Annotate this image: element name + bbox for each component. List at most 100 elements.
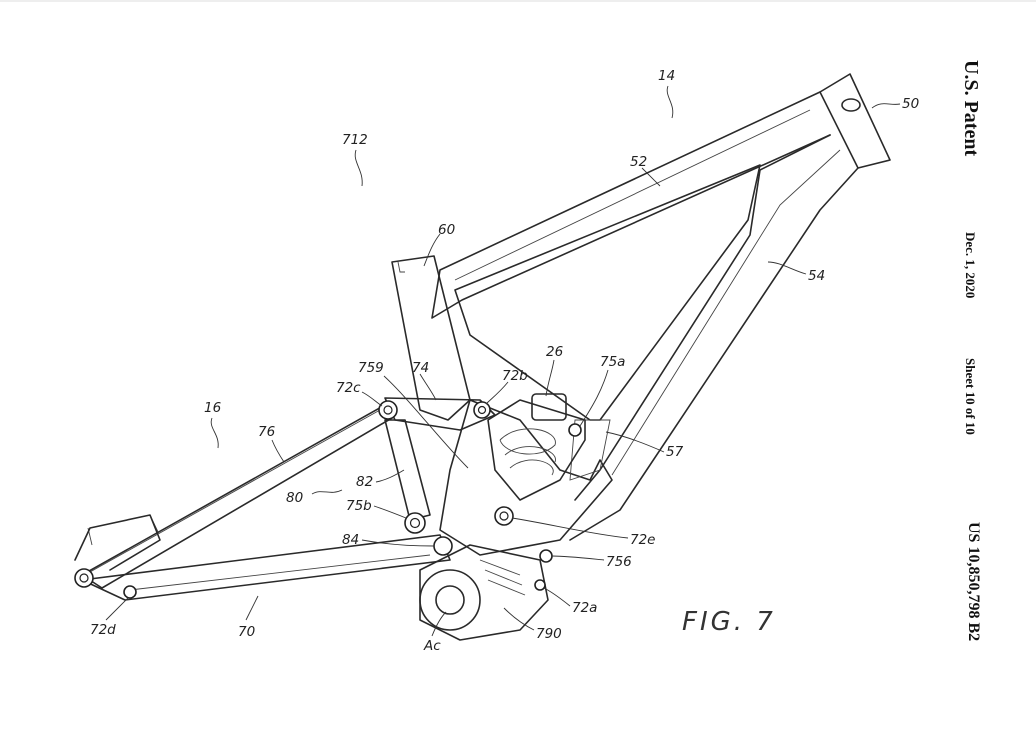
chain-stay-edge — [129, 554, 431, 591]
triangle-cutout — [454, 164, 761, 421]
lead-75a — [579, 369, 609, 427]
shock-reservoir — [531, 393, 567, 421]
ref-84: 84 — [342, 532, 359, 548]
lead-790 — [503, 607, 535, 631]
lead-72a — [543, 587, 571, 607]
pivot-72a — [534, 579, 546, 591]
figure-caption: FIG. 7 — [682, 607, 776, 637]
top-border — [0, 0, 1036, 2]
lead-60 — [423, 233, 441, 267]
down-tube — [569, 167, 859, 541]
ref-70: 70 — [238, 624, 255, 640]
reference-numerals: 14 50 52 54 60 712 26 75a 759 74 72b 72c… — [90, 68, 919, 654]
ref-72e: 72e — [630, 532, 655, 548]
patent-date: Dec. 1, 2020 — [963, 232, 978, 299]
ref-759: 759 — [358, 360, 384, 376]
lead-Ac — [431, 611, 447, 637]
lead-756 — [551, 555, 605, 561]
ref-82: 82 — [356, 474, 373, 490]
main-frame-lower — [439, 399, 613, 556]
lead-16 — [210, 417, 219, 449]
ref-712: 712 — [342, 132, 368, 148]
lead-72c — [361, 391, 383, 407]
down-tube-inner — [574, 134, 831, 501]
lead-52 — [641, 167, 661, 187]
lead-76 — [271, 439, 285, 463]
pivot-75b-core — [409, 517, 421, 529]
pivot-72d — [123, 585, 137, 599]
lead-75b — [373, 505, 407, 519]
motor-gear-inner — [435, 585, 465, 615]
top-tube — [431, 91, 831, 319]
lead-80 — [311, 489, 343, 495]
leader-lines — [105, 85, 901, 637]
lead-57 — [605, 431, 665, 453]
seat-stay-edge — [89, 409, 381, 573]
shock-body — [487, 399, 586, 501]
lead-82 — [375, 469, 405, 483]
ref-14: 14 — [658, 68, 675, 84]
ref-16: 16 — [204, 400, 221, 416]
motor-fins — [479, 559, 526, 596]
head-tube-bore — [841, 98, 861, 112]
head-tube — [819, 73, 891, 169]
pivot-72b-core — [477, 405, 487, 415]
lead-26 — [545, 359, 555, 397]
ref-72d: 72d — [90, 622, 116, 638]
ref-76: 76 — [258, 424, 275, 440]
ref-75a: 75a — [600, 354, 625, 370]
ref-80: 80 — [286, 490, 303, 506]
pivot-756 — [539, 549, 553, 563]
ref-72a: 72a — [572, 600, 597, 616]
ref-74: 74 — [412, 360, 429, 376]
patent-number: US 10,850,798 B2 — [965, 522, 982, 642]
front-triangle — [391, 73, 891, 556]
ref-72b: 72b — [502, 368, 528, 384]
motor-housing — [419, 544, 549, 641]
pivot-84 — [433, 536, 453, 556]
lead-74 — [419, 373, 437, 401]
pivot-72e-core — [499, 511, 509, 521]
dropout — [74, 514, 161, 571]
patent-header: U.S. Patent Dec. 1, 2020 Sheet 10 of 10 … — [958, 60, 998, 670]
pivot-75a — [568, 423, 582, 437]
ref-52: 52 — [630, 154, 647, 170]
seat-tube — [391, 255, 471, 421]
pivot-72c-core — [383, 405, 393, 415]
lead-54 — [767, 261, 807, 275]
ref-60: 60 — [438, 222, 455, 238]
lead-72e — [511, 517, 629, 539]
ref-790: 790 — [536, 626, 562, 642]
pivots — [74, 400, 582, 599]
dropout-notch — [87, 514, 159, 546]
lead-14 — [666, 85, 674, 119]
ref-26: 26 — [546, 344, 563, 360]
lead-759 — [383, 375, 469, 469]
ref-54: 54 — [808, 268, 825, 284]
ref-72c: 72c — [336, 380, 361, 396]
ref-50: 50 — [902, 96, 919, 112]
lead-50 — [871, 103, 901, 109]
lead-84 — [361, 539, 435, 547]
ref-57: 57 — [666, 444, 684, 460]
lower-link — [384, 419, 431, 521]
rear-axle-core — [79, 573, 89, 583]
sheet-number: Sheet 10 of 10 — [963, 358, 978, 435]
shock-spring — [499, 428, 556, 476]
rear-shock — [487, 393, 586, 501]
chain-stay — [81, 534, 451, 601]
lead-70 — [245, 595, 259, 621]
seat-clamp-slot — [397, 261, 405, 273]
patent-title: U.S. Patent — [960, 60, 982, 157]
lead-72d — [105, 597, 129, 621]
lead-712 — [354, 149, 363, 187]
ref-75b: 75b — [346, 498, 372, 514]
motor-gear-outer — [419, 569, 481, 631]
lead-72b — [485, 381, 509, 405]
down-tube-edge — [611, 149, 841, 476]
top-tube-edge — [454, 109, 811, 281]
ref-Ac: Ac — [423, 638, 441, 654]
motor-unit — [419, 544, 549, 641]
ref-756: 756 — [606, 554, 632, 570]
